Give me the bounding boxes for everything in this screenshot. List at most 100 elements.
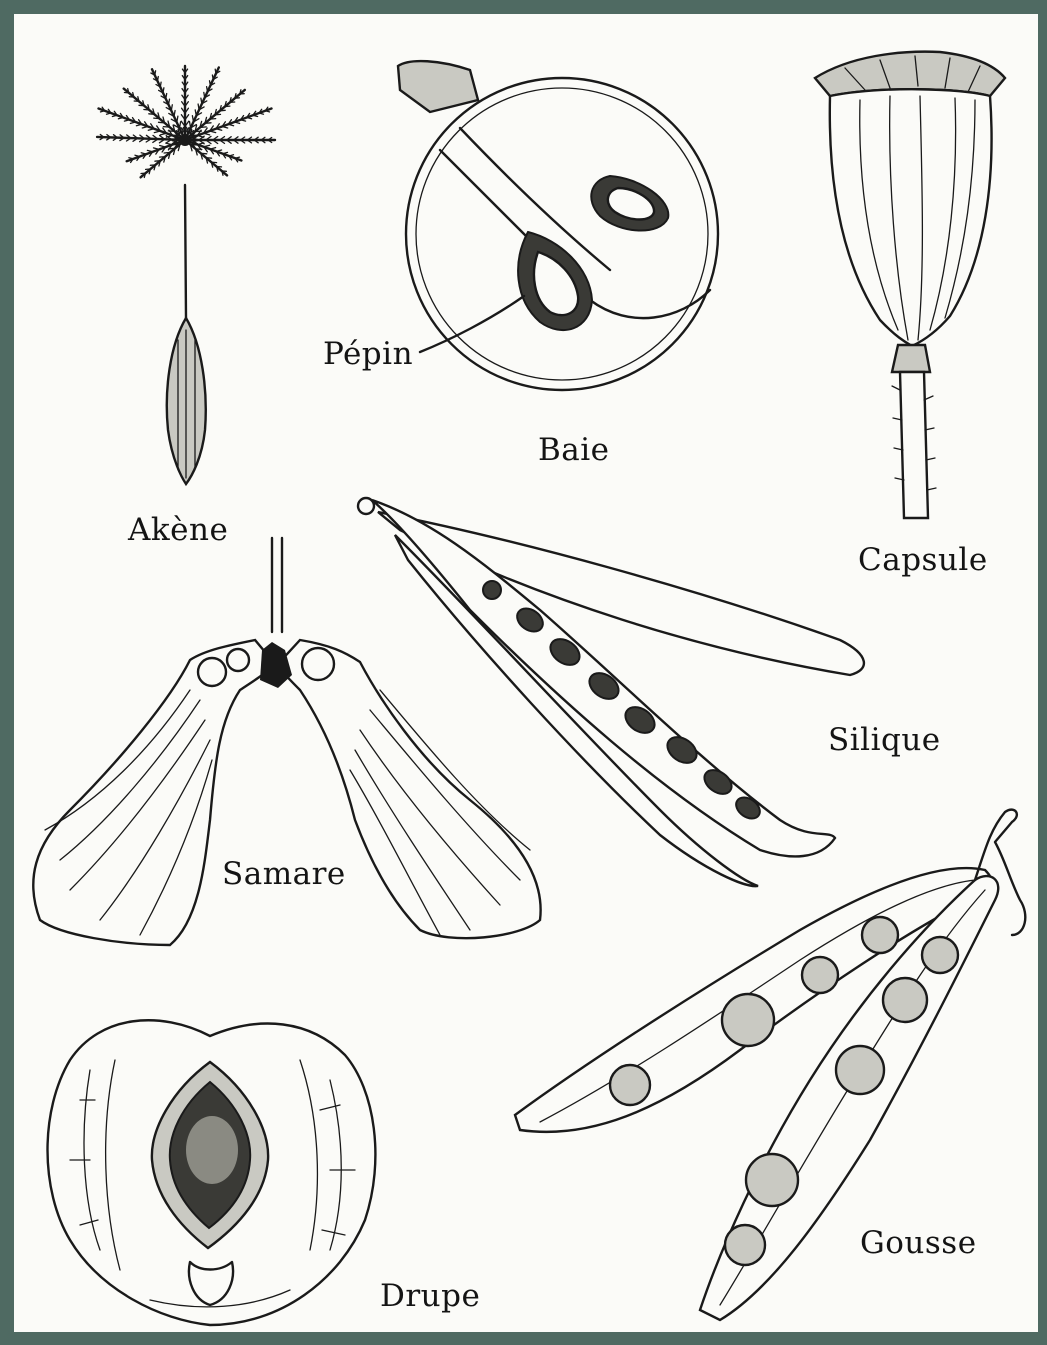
pappus-barb	[241, 120, 246, 121]
pappus-center	[179, 134, 191, 146]
pappus-barb	[210, 81, 211, 86]
pappus-barb	[211, 162, 216, 163]
pappus-barb	[234, 122, 239, 123]
samare-center	[260, 642, 292, 688]
pappus-barb	[190, 144, 197, 145]
pappus-barb	[207, 87, 208, 92]
capsule-collar	[892, 345, 930, 372]
pappus-barb	[130, 122, 135, 123]
pappus-barb	[166, 94, 167, 99]
pappus-barb	[223, 152, 228, 153]
label-samare: Samare	[222, 856, 346, 892]
label-baie: Baie	[538, 432, 610, 468]
pappus-barb	[210, 131, 216, 133]
pappus-barb	[173, 144, 180, 145]
pappus-barb	[200, 127, 206, 128]
pappus-barb	[159, 122, 165, 123]
pappus-barb	[118, 118, 123, 119]
pappus-barb	[204, 92, 205, 97]
samare-wing-right	[278, 640, 541, 938]
pappus-barb	[154, 131, 160, 133]
pappus-barb	[163, 127, 169, 128]
drupe-kernel-highlight	[186, 1116, 238, 1184]
gousse-pea	[883, 978, 927, 1022]
gousse-pea	[746, 1154, 798, 1206]
pappus-barb	[215, 114, 221, 115]
pappus-barb	[204, 145, 210, 147]
pappus-barb	[144, 110, 149, 111]
pappus-barb	[220, 110, 225, 111]
pappus-barb	[147, 150, 152, 151]
pappus-barb	[205, 123, 211, 124]
pappus-barb	[229, 155, 234, 156]
pappus-barb	[216, 129, 222, 131]
akene-pappus	[97, 66, 275, 178]
pappus-ray	[141, 140, 185, 177]
pappus-barb	[216, 150, 221, 151]
pappus-barb	[247, 118, 252, 119]
gousse-pea	[722, 994, 774, 1046]
akene-illustration	[97, 66, 275, 484]
label-drupe: Drupe	[380, 1278, 480, 1314]
pappus-barb	[136, 124, 141, 125]
pappus-barb	[160, 157, 166, 158]
pappus-barb	[204, 133, 210, 135]
pappus-barb	[196, 149, 202, 150]
akene-beak	[185, 185, 186, 318]
pappus-barb	[174, 111, 175, 117]
baie-stalk	[398, 61, 478, 112]
pappus-ray	[185, 140, 241, 161]
pappus-barb	[253, 115, 258, 116]
gousse-pea	[862, 917, 898, 953]
pappus-barb	[215, 69, 216, 73]
samare-seed-right	[302, 648, 334, 680]
pappus-barb	[206, 158, 212, 159]
drupe-illustration	[48, 1020, 376, 1325]
label-capsule: Capsule	[858, 542, 988, 578]
pappus-barb	[154, 118, 160, 119]
capsule-stem	[900, 372, 928, 518]
pappus-barb	[210, 148, 216, 150]
gousse-pea	[610, 1065, 650, 1105]
pappus-barb	[154, 148, 160, 150]
pappus-barb	[169, 148, 175, 149]
samare-stalk	[272, 538, 282, 632]
silique-tip	[358, 498, 374, 514]
samare-seed-left	[198, 658, 226, 686]
pappus-barb	[112, 115, 117, 116]
baie-illustration	[398, 61, 718, 390]
pappus-barb	[163, 88, 164, 93]
pappus-barb	[166, 143, 172, 145]
gousse-pea	[802, 957, 838, 993]
label-silique: Silique	[828, 722, 941, 758]
label-gousse: Gousse	[860, 1225, 977, 1261]
pappus-barb	[164, 152, 170, 153]
pappus-barb	[198, 143, 204, 145]
pappus-barb	[195, 110, 196, 116]
pappus-barb	[190, 122, 191, 128]
pappus-barb	[124, 120, 129, 121]
baie-skin	[416, 88, 708, 380]
pappus-barb	[135, 155, 140, 156]
pappus-barb	[160, 146, 166, 148]
pappus-barb	[141, 153, 146, 154]
gousse-pea	[836, 1046, 884, 1094]
pappus-barb	[168, 131, 175, 132]
pappus-barb	[222, 127, 228, 129]
baie-outer-circle	[406, 78, 718, 390]
capsule-illustration	[815, 52, 1005, 518]
pappus-barb	[148, 129, 154, 131]
pappus-barb	[155, 161, 160, 162]
pappus-barb	[212, 75, 213, 80]
pappus-barb	[228, 124, 233, 125]
gousse-pea	[725, 1225, 765, 1265]
pappus-barb	[158, 77, 159, 82]
pappus-barb	[177, 116, 178, 122]
pappus-barb	[149, 114, 155, 115]
label-pepin: Pépin	[323, 336, 413, 372]
pappus-barb	[160, 82, 161, 87]
pappus-barb	[142, 127, 148, 129]
pappus-barb	[173, 135, 180, 136]
pappus-barb	[201, 153, 207, 154]
